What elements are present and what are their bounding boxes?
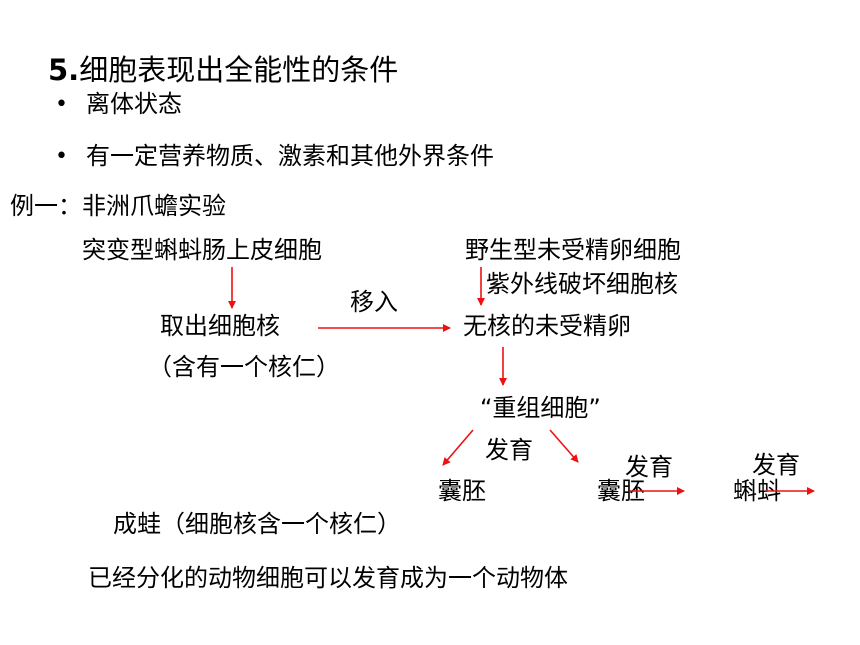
bullet-item-conditions: 有一定营养物质、激素和其他外界条件	[86, 142, 494, 170]
nucleolus-note: （含有一个核仁）	[148, 353, 340, 381]
develop-label-3: 发育	[752, 451, 800, 479]
title-text: 细胞表现出全能性的条件	[79, 53, 399, 87]
develop-label: 发育	[485, 436, 533, 464]
arrow-to-blastula-right	[549, 429, 579, 463]
bullet-dot-icon: •	[55, 144, 68, 169]
develop-label-2: 发育	[625, 453, 673, 481]
bullet-item-isolated: 离体状态	[86, 90, 182, 118]
bullet-dot-icon: •	[55, 92, 68, 117]
enucleated-egg-label: 无核的未受精卵	[463, 312, 631, 340]
uv-destroy-label: 紫外线破坏细胞核	[486, 270, 678, 298]
frog-label: 成蛙（细胞核含一个核仁）	[113, 510, 401, 538]
blastula-label: 囊胚	[438, 477, 486, 505]
recombinant-cell-label: “重组细胞”	[480, 394, 601, 422]
slide-title: 5.细胞表现出全能性的条件	[48, 56, 398, 85]
mutant-cell-label: 突变型蝌蚪肠上皮细胞	[82, 236, 322, 264]
example-title: 例一：非洲爪蟾实验	[10, 192, 226, 220]
arrow-to-blastula-left	[442, 429, 474, 466]
wildtype-egg-label: 野生型未受精卵细胞	[465, 236, 681, 264]
title-number: 5.	[48, 53, 80, 87]
conclusion-text: 已经分化的动物细胞可以发育成为一个动物体	[88, 564, 568, 592]
extract-nucleus-label: 取出细胞核	[160, 312, 280, 340]
transfer-label: 移入	[350, 288, 398, 316]
